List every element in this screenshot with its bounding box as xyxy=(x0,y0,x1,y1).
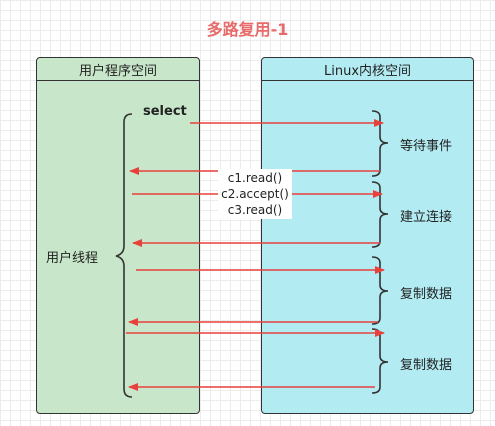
call-list: c1.read() c2.accept() c3.read() xyxy=(218,169,292,219)
phase-label-establish-connection: 建立连接 xyxy=(400,210,453,225)
call-c1-read: c1.read() xyxy=(227,171,283,185)
phase-label-wait-event: 等待事件 xyxy=(400,139,453,154)
phase-label-copy-data-1: 复制数据 xyxy=(400,287,453,302)
user-space-title: 用户程序空间 xyxy=(37,60,199,81)
user-space-panel: 用户程序空间 xyxy=(36,57,200,414)
select-label: select xyxy=(143,104,187,119)
phase-brace-3 xyxy=(371,256,389,325)
call-c2-accept: c2.accept() xyxy=(221,187,289,201)
call-c3-read: c3.read() xyxy=(227,203,283,217)
phase-brace-1 xyxy=(371,110,389,177)
user-thread-label: 用户线程 xyxy=(46,251,99,266)
phase-brace-2 xyxy=(371,181,389,248)
kernel-space-panel: Linux内核空间 xyxy=(261,57,474,414)
phase-label-copy-data-2: 复制数据 xyxy=(400,358,453,373)
user-thread-brace xyxy=(115,113,133,398)
phase-brace-4 xyxy=(371,328,389,394)
kernel-space-title: Linux内核空间 xyxy=(262,60,473,81)
diagram-title: 多路复用-1 xyxy=(206,20,289,39)
